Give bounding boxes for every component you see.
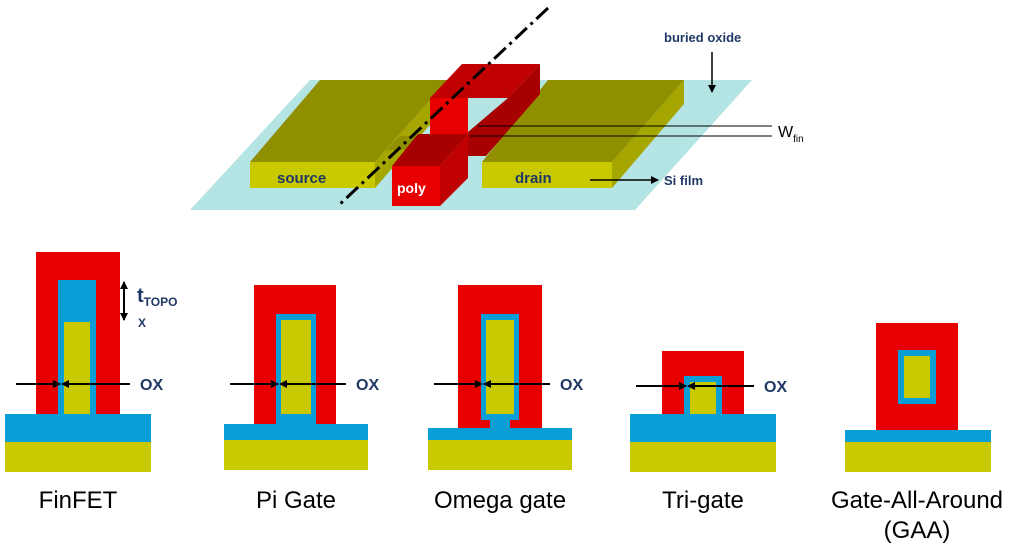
gaa-structure [845,323,991,472]
poly-lower-front [392,166,440,206]
omega-gate-structure: OX [428,285,583,470]
poly-lower-side [440,134,468,206]
poly-lower-top [392,134,468,166]
finfet-structure: OX tTOPO X [5,252,177,472]
source-label: source [277,170,326,187]
tri-gate-substrate [630,442,776,472]
pi-gate-substrate [224,440,368,470]
drain-side [612,80,684,188]
gaa-caption-line2: (GAA) [883,517,951,544]
finfet-3d-view: buried oxide Wfin source poly drain Si f… [190,6,804,210]
tri-gate-oxide-layer [630,414,776,442]
tri-gate-structure: OX [630,351,787,472]
pi-gate-caption: Pi Gate [255,487,337,514]
gaa-channel [904,356,930,398]
wfin-label: Wfin [778,124,804,145]
si-film-label: Si film [664,173,703,188]
finfet-substrate [5,442,151,472]
source-side [375,80,448,188]
finfet-oxide-layer [5,414,151,442]
finfet-caption: FinFET [38,487,118,514]
pi-gate-fin [281,320,311,414]
section-cut-line [336,6,550,208]
poly-upper-right [468,64,540,156]
drain-front [482,162,612,188]
omega-gate-fin [486,320,514,414]
tri-gate-ox-label: OX [764,379,787,396]
pi-gate-ox-label: OX [356,377,379,394]
omega-gate-neck [490,418,510,430]
gaa-caption-line1: Gate-All-Around [830,487,1004,514]
omega-gate-ox-label: OX [560,377,583,394]
poly-upper-front [430,98,468,134]
source-front [250,162,375,188]
source-top [250,80,448,162]
finfet-tox-label-x: X [138,316,146,330]
tri-gate-caption: Tri-gate [662,487,744,514]
finfet-tox-label: tTOPO [137,285,177,309]
finfet-ox-label: OX [140,377,163,394]
drain-label: drain [515,170,552,187]
poly-label: poly [397,180,426,196]
buried-oxide-label: buried oxide [664,30,741,45]
gaa-oxide-layer [845,430,991,442]
finfet-fin [64,322,90,414]
pi-gate-structure: OX [224,285,379,470]
omega-gate-oxide-layer [428,428,572,440]
omega-gate-caption: Omega gate [433,487,567,514]
poly-upper-top [430,64,540,98]
gaa-substrate [845,442,991,472]
omega-gate-substrate [428,440,572,470]
